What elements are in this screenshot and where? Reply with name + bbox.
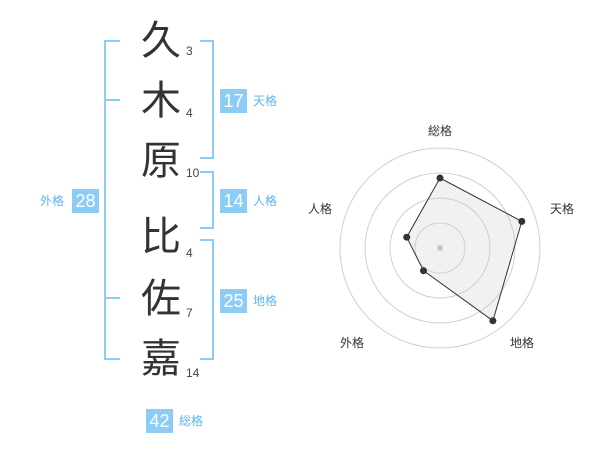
name-char-5: 佐 xyxy=(141,276,181,322)
stroke-count-3: 10 xyxy=(186,166,200,180)
gaikaku-label: 外格 xyxy=(40,194,65,208)
radar-axis-label-jinkaku: 人格 xyxy=(308,202,333,216)
radar-axis-label-gaikaku: 外格 xyxy=(340,336,365,350)
name-char-3: 原 xyxy=(141,138,181,184)
radar-series-polygon xyxy=(406,177,523,322)
chikaku-bracket xyxy=(200,239,214,360)
radar-axis-label-tenkaku: 天格 xyxy=(550,202,575,216)
bracket-lines xyxy=(104,40,214,360)
jinkaku-bracket xyxy=(200,171,214,229)
radar-point-3 xyxy=(489,317,497,325)
stroke-count-4: 4 xyxy=(186,246,193,260)
stroke-count-1: 3 xyxy=(186,44,193,58)
jinkaku-label: 人格 xyxy=(253,194,278,208)
radar-chart-svg xyxy=(339,147,541,349)
name-char-6: 嘉 xyxy=(141,336,181,382)
gaikaku-bracket xyxy=(104,40,120,360)
gaikaku-badge: 28 xyxy=(72,189,99,213)
stroke-count-2: 4 xyxy=(186,106,193,120)
radar-axis-label-soukaku: 総格 xyxy=(428,124,453,138)
name-breakdown: 久 3 木 4 原 10 比 4 佐 7 嘉 14 外格 28 17 天格 14… xyxy=(0,0,300,470)
radar-ring xyxy=(389,197,491,299)
radar-axis-label-chikaku: 地格 xyxy=(510,336,535,350)
radar-center xyxy=(437,245,443,251)
name-char-4: 比 xyxy=(141,214,181,260)
radar-chart: 総格 天格 地格 外格 人格 xyxy=(300,0,600,470)
name-char-1: 久 xyxy=(141,18,181,64)
tenkaku-badge: 17 xyxy=(220,89,247,113)
name-char-2: 木 xyxy=(141,78,181,124)
radar-ring xyxy=(339,147,541,349)
radar-ring xyxy=(364,172,516,324)
stroke-count-5: 7 xyxy=(186,306,193,320)
soukaku-badge: 42 xyxy=(146,409,173,433)
chikaku-label: 地格 xyxy=(253,294,278,308)
tenkaku-bracket xyxy=(200,40,214,159)
jinkaku-badge: 14 xyxy=(220,189,247,213)
soukaku-label: 総格 xyxy=(179,414,204,428)
stroke-count-6: 14 xyxy=(186,366,200,380)
tenkaku-label: 天格 xyxy=(253,94,278,108)
radar-point-1 xyxy=(436,174,444,182)
chikaku-badge: 25 xyxy=(220,289,247,313)
radar-point-5 xyxy=(403,233,411,241)
radar-point-4 xyxy=(420,267,427,275)
radar-point-2 xyxy=(518,217,526,225)
radar-ring xyxy=(414,222,466,274)
